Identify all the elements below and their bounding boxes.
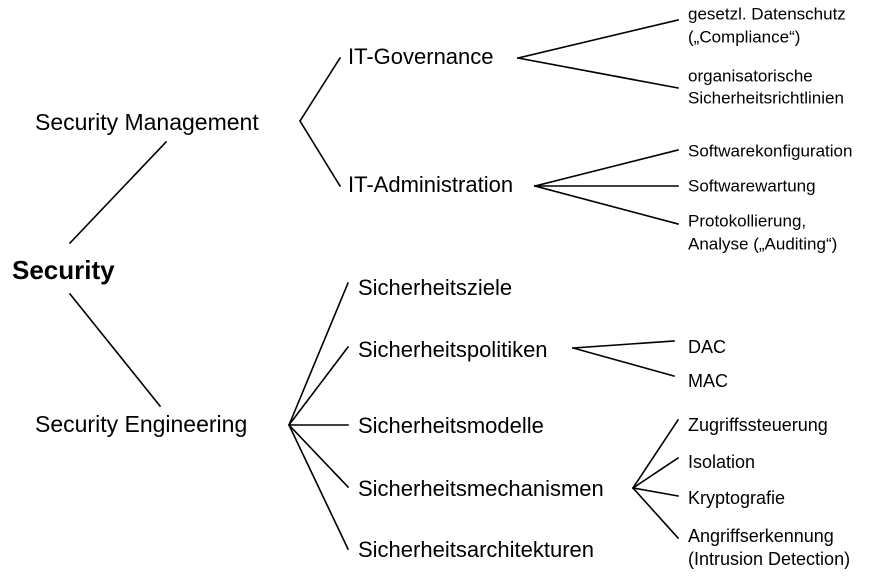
edge-security-management-to-it-administration: [298, 119, 342, 188]
edge-security-engineering-to-sicherheitspolitiken: [287, 345, 350, 427]
edge-security-to-security-management: [68, 140, 168, 245]
edge-group-security-management: [298, 56, 342, 188]
edge-group-root: [68, 140, 168, 408]
node-label-zugriffssteuerung: Zugriffssteuerung: [688, 415, 828, 435]
node-label-sicherheitsmechanismen: Sicherheitsmechanismen: [358, 476, 604, 501]
edge-security-engineering-to-sicherheitsarchitekturen: [287, 423, 350, 551]
edge-security-management-to-it-governance: [298, 56, 342, 123]
edge-group-security-engineering: [287, 281, 350, 551]
edge-group-it-administration: [534, 149, 679, 225]
node-label-protokollierung-analyse-line2: Analyse („Auditing“): [688, 234, 837, 253]
edge-group-it-governance: [517, 19, 679, 89]
node-label-security: Security: [12, 255, 115, 285]
node-label-sicherheitsmodelle: Sicherheitsmodelle: [358, 413, 544, 438]
node-label-organisatorische-sicherheitsrichtlinien-line2: Sicherheitsrichtlinien: [688, 88, 844, 107]
edge-security-engineering-to-sicherheitsmechanismen: [287, 423, 350, 489]
edge-it-governance-to-organisatorische-sicherheitsrichtlinien: [517, 57, 679, 89]
node-label-angriffserkennung-line2: (Intrusion Detection): [688, 549, 850, 569]
edge-it-administration-to-softwarekonfiguration: [534, 149, 679, 187]
node-label-softwarewartung: Softwarewartung: [688, 176, 816, 195]
node-label-protokollierung-analyse-line1: Protokollierung,: [688, 211, 806, 230]
node-label-organisatorische-sicherheitsrichtlinien-line1: organisatorische: [688, 66, 813, 85]
edge-it-governance-to-gesetzl-datenschutz: [517, 19, 679, 59]
edge-sicherheitsmechanismen-to-zugriffssteuerung: [631, 418, 680, 490]
edge-security-engineering-to-sicherheitsziele: [287, 281, 350, 427]
node-label-it-governance: IT-Governance: [348, 44, 494, 69]
node-label-security-management: Security Management: [35, 109, 259, 135]
edge-sicherheitsmechanismen-to-angriffserkennung: [631, 486, 680, 540]
node-label-angriffserkennung-line1: Angriffserkennung: [688, 526, 834, 546]
node-label-gesetzl-datenschutz-line1: gesetzl. Datenschutz: [688, 4, 846, 23]
node-label-dac: DAC: [688, 337, 726, 357]
node-label-sicherheitsarchitekturen: Sicherheitsarchitekturen: [358, 537, 594, 562]
edge-sicherheitsmechanismen-to-isolation: [631, 456, 680, 490]
node-label-isolation: Isolation: [688, 452, 755, 472]
edge-group-sicherheitsmechanismen: [631, 418, 680, 540]
edge-sicherheitspolitiken-to-mac: [572, 347, 675, 377]
node-label-mac: MAC: [688, 371, 728, 391]
node-label-gesetzl-datenschutz-line2: („Compliance“): [688, 27, 800, 46]
node-label-security-engineering: Security Engineering: [35, 411, 247, 437]
node-label-it-administration: IT-Administration: [348, 172, 513, 197]
edge-group-sicherheitspolitiken: [572, 340, 675, 377]
node-label-sicherheitspolitiken: Sicherheitspolitiken: [358, 337, 548, 362]
edge-it-administration-to-protokollierung-analyse: [534, 185, 679, 225]
node-label-softwarekonfiguration: Softwarekonfiguration: [688, 141, 852, 160]
edge-sicherheitsmechanismen-to-kryptografie: [632, 487, 679, 497]
edge-security-to-security-engineering: [68, 292, 162, 408]
node-label-sicherheitsziele: Sicherheitsziele: [358, 275, 512, 300]
node-label-kryptografie: Kryptografie: [688, 488, 785, 508]
edge-sicherheitspolitiken-to-dac: [572, 340, 675, 349]
